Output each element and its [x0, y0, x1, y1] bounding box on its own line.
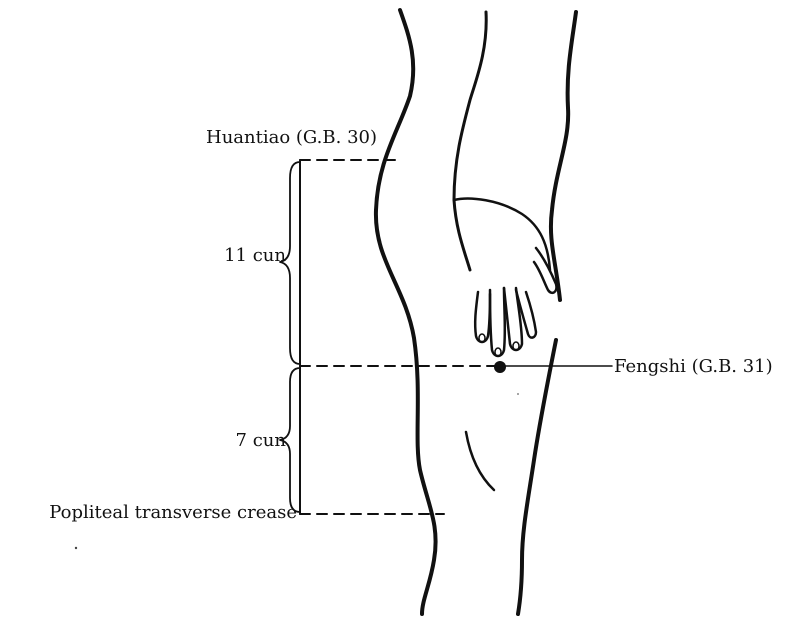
lower-distance-label: 7 cun	[236, 430, 286, 452]
inner-contour	[454, 12, 486, 270]
print-speck	[517, 393, 519, 395]
fengshi-point	[494, 361, 506, 373]
finger-2	[490, 288, 505, 356]
knee-contour	[466, 432, 494, 490]
fengshi-label: Fengshi (G.B. 31)	[614, 356, 773, 378]
leg-outline-right-upper	[551, 12, 576, 300]
hand-back	[454, 199, 550, 270]
huantiao-label: Huantiao (G.B. 30)	[206, 127, 377, 149]
print-speck	[75, 547, 77, 549]
finger-3	[504, 288, 522, 350]
leg-outline-left	[376, 10, 436, 614]
popliteal-label: Popliteal transverse crease	[49, 502, 297, 524]
upper-distance-label: 11 cun	[224, 245, 286, 267]
leg-outline-right-lower	[518, 340, 556, 614]
